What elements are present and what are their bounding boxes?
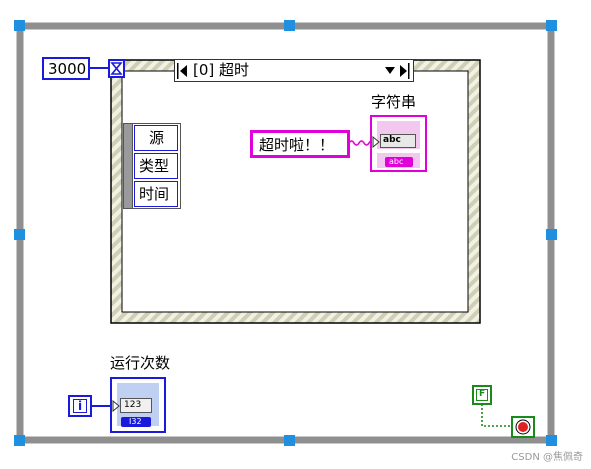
iteration-value-text: 123 xyxy=(124,400,142,410)
string-constant[interactable]: 超时啦！！ xyxy=(250,130,350,158)
iteration-wire xyxy=(92,405,112,407)
resize-handles[interactable] xyxy=(14,20,557,446)
watermark: CSDN @焦佩奇 xyxy=(511,452,583,463)
event-data-item-time: 时间 xyxy=(139,185,170,203)
iteration-tag: I32 xyxy=(129,417,142,426)
iteration-count-label: 运行次数 xyxy=(110,354,171,372)
string-tag: abc xyxy=(389,157,404,166)
stop-icon xyxy=(515,419,531,435)
timeout-constant[interactable]: 3000 xyxy=(42,57,90,80)
false-constant[interactable]: F xyxy=(472,385,492,405)
string-indicator-label: 字符串 xyxy=(371,93,417,111)
timeout-wire xyxy=(90,67,110,69)
input-arrow-icon xyxy=(372,136,380,148)
timeout-value: 3000 xyxy=(48,60,87,78)
iteration-terminal[interactable]: i xyxy=(68,395,92,417)
hourglass-icon[interactable] xyxy=(108,59,125,78)
false-constant-text: F xyxy=(479,389,486,399)
iteration-indicator[interactable]: 123 I32 xyxy=(110,377,166,433)
string-type-text: abc xyxy=(383,135,401,145)
event-data-item-type: 类型 xyxy=(139,157,170,175)
string-indicator-terminal[interactable]: abc abc xyxy=(370,115,427,172)
case-selector[interactable]: [0] 超时 xyxy=(174,59,414,82)
iteration-terminal-symbol: i xyxy=(78,399,83,413)
string-constant-value: 超时啦！！ xyxy=(259,136,335,154)
boolean-wire xyxy=(481,404,512,427)
input-arrow-icon xyxy=(112,400,120,412)
case-selector-label: [0] 超时 xyxy=(193,61,250,79)
string-wire xyxy=(349,140,373,146)
event-data-bar xyxy=(124,124,133,208)
case-dropdown-icon[interactable] xyxy=(383,63,411,79)
prev-case-icon[interactable] xyxy=(177,63,189,79)
stop-terminal[interactable] xyxy=(511,416,535,438)
event-data-item-source: 源 xyxy=(149,129,165,147)
event-data-node[interactable]: 源 类型 时间 xyxy=(123,123,181,209)
